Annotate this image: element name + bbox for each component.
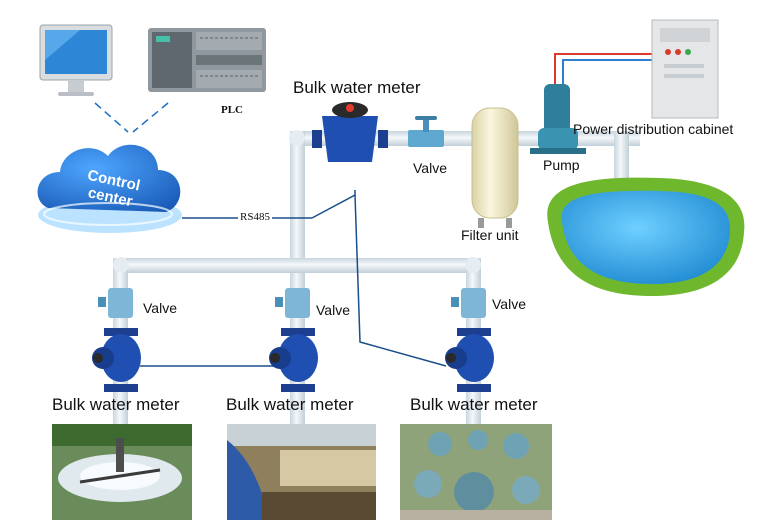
label-bulk-water-meter-right: Bulk water meter xyxy=(410,395,538,414)
valve-icon-middle xyxy=(275,288,310,318)
label-bulk-water-meter-left: Bulk water meter xyxy=(52,395,180,414)
valve-icon-left xyxy=(98,288,133,318)
computer-link-line xyxy=(94,102,129,133)
pipe-elbow-top xyxy=(289,130,305,146)
water-meter-icon-left xyxy=(92,328,141,392)
computer-monitor-icon xyxy=(39,24,113,96)
label-pump: Pump xyxy=(543,157,580,173)
label-valve-middle: Valve xyxy=(316,302,350,318)
photo-aerator-pond xyxy=(52,424,192,520)
label-plc: PLC xyxy=(221,104,243,116)
cloud-icon xyxy=(37,144,182,233)
power-cabinet-icon xyxy=(651,19,719,119)
power-line-red xyxy=(554,53,652,84)
distribution-header xyxy=(115,258,480,273)
plc-link-line xyxy=(132,102,169,133)
water-meter-icon-top xyxy=(312,102,388,162)
valve-icon-top xyxy=(408,116,444,147)
water-meter-icon-middle xyxy=(269,328,318,392)
plc-controller-icon xyxy=(148,28,266,92)
label-rs485: RS485 xyxy=(238,211,272,223)
label-bulk-water-meter-top: Bulk water meter xyxy=(293,78,421,97)
filter-tank-icon xyxy=(471,107,519,228)
water-pool xyxy=(547,177,745,296)
photo-treatment-plant xyxy=(400,424,552,520)
label-valve-top: Valve xyxy=(413,160,447,176)
label-valve-right: Valve xyxy=(492,296,526,312)
photo-treatment-channel xyxy=(227,424,376,520)
label-power-distribution-cabinet: Power distribution cabinet xyxy=(573,121,734,137)
water-meter-icon-right xyxy=(445,328,494,392)
pipe-network xyxy=(113,130,640,433)
valve-icon-right xyxy=(451,288,486,318)
pump-icon xyxy=(530,84,586,154)
pool-water xyxy=(561,190,731,284)
label-valve-left: Valve xyxy=(143,300,177,316)
pipe-elbow-right xyxy=(465,257,481,273)
label-bulk-water-meter-middle: Bulk water meter xyxy=(226,395,354,414)
pipe-elbow-left xyxy=(113,257,129,273)
power-line-blue xyxy=(562,59,652,84)
label-filter-unit: Filter unit xyxy=(461,227,519,243)
